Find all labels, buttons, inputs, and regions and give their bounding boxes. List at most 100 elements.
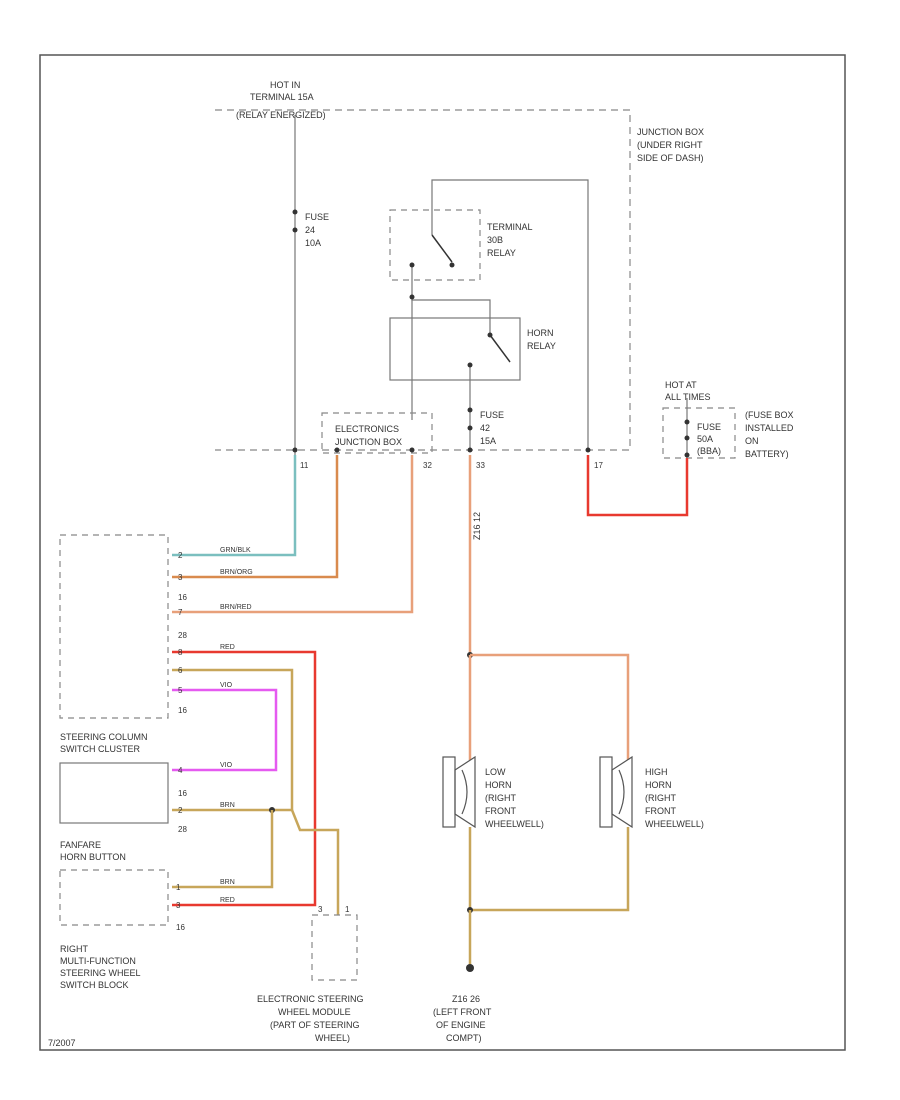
electronic-steering-wheel-module [311, 914, 358, 981]
column-label-2: SWITCH CLUSTER [60, 744, 141, 754]
column-pin-16: 16 [178, 593, 187, 602]
high-horn-label-5: WHEELWELL) [645, 819, 704, 829]
button-pin-28: 28 [178, 825, 187, 834]
t15-relay-switch [431, 234, 453, 263]
pin-32: 32 [423, 461, 432, 470]
terminal-15-relay [389, 209, 481, 281]
hot-alt-label-2: ALL TIMES [665, 392, 711, 402]
junction-pin-4 [585, 447, 591, 453]
high-horn-label: HIGH [645, 767, 668, 777]
fuse-42-number: 42 [480, 423, 490, 433]
horn-relay-label-2: RELAY [527, 341, 556, 351]
fuse-50-label: FUSE [697, 422, 721, 432]
t15-relay-contact [449, 262, 455, 268]
fuse-50-bottom [684, 435, 690, 441]
pin-11: 11 [300, 461, 309, 470]
button-pin-2: 2 [178, 806, 183, 815]
low-horn-label-5: WHEELWELL) [485, 819, 544, 829]
junction-label-3: SIDE OF DASH) [637, 153, 704, 163]
ground-label-3: OF ENGINE [436, 1020, 486, 1030]
button-pin-4: 4 [178, 766, 183, 775]
t15-relay-feed [431, 179, 589, 450]
wire-brn-esm2 [290, 809, 340, 915]
esm-pin-1: 1 [345, 905, 350, 914]
high-horn-label-2: HORN [645, 780, 672, 790]
fuse-24-label: FUSE [305, 212, 329, 222]
code-red: RED [220, 644, 235, 651]
code-brn: BRN [220, 802, 235, 809]
code-red-2: RED [220, 897, 235, 904]
fuse-50-note: (BBA) [697, 446, 721, 456]
junction-box-outline [215, 109, 631, 451]
column-pin-16b: 16 [178, 706, 187, 715]
low-horn-label-2: HORN [485, 780, 512, 790]
t15-relay-coil [411, 265, 491, 335]
horn-relay-out-dot [467, 362, 473, 368]
column-pin-5: 5 [178, 686, 183, 695]
junction-label-2: (UNDER RIGHT [637, 140, 703, 150]
horn-relay [389, 317, 521, 381]
ground-label-4: COMPT) [446, 1033, 482, 1043]
footer-label: 7/2007 [48, 1038, 76, 1048]
code-brn-2: BRN [220, 879, 235, 886]
wire-brn-red [172, 455, 414, 614]
low-horn-label: LOW [485, 767, 506, 777]
fusebox-label-4: BATTERY) [745, 449, 789, 459]
t15-relay-coil-dot [409, 262, 415, 268]
code-vio-2: VIO [220, 762, 233, 769]
fuse-50-top [684, 419, 690, 425]
column-label: STEERING COLUMN [60, 732, 148, 742]
fuse-50-rating: 50A [697, 434, 713, 444]
wire-grn-blk [172, 455, 297, 557]
pin-17: 17 [594, 461, 603, 470]
splice-label: Z16 12 [472, 512, 482, 540]
rmf-label-2: MULTI-FUNCTION [60, 956, 136, 966]
horn-relay-switch [489, 334, 511, 363]
fanfare-label: FANFARE [60, 840, 101, 850]
fuse-42-rating: 15A [480, 436, 496, 446]
rmf-pin-3: 3 [176, 901, 181, 910]
fuse-50-out [684, 452, 690, 458]
wire-vio [172, 688, 278, 772]
esm-label-4: WHEEL) [315, 1033, 350, 1043]
wire-red-column [172, 650, 317, 907]
low-horn-label-3: (RIGHT [485, 793, 516, 803]
esm-label-2: WHEEL MODULE [278, 1007, 351, 1017]
code-brn-org: BRN/ORG [220, 569, 253, 576]
junction-pin-11 [292, 447, 298, 453]
wire-red-battery [586, 455, 689, 517]
wire-brn-org [172, 455, 339, 579]
rmf-label-4: SWITCH BLOCK [60, 980, 129, 990]
fuse-24-top [292, 209, 298, 215]
fusebox-label-3: ON [745, 436, 759, 446]
wire-brn-esm [172, 810, 274, 889]
rmf-pin-16: 16 [176, 923, 185, 932]
code-brn-red: BRN/RED [220, 604, 252, 611]
steering-column-switch-cluster [59, 534, 169, 719]
column-pin-8: 8 [178, 648, 183, 657]
column-pin-6: 6 [178, 666, 183, 675]
fuse-42-bottom [467, 425, 473, 431]
esm-label-3: (PART OF STEERING [270, 1020, 360, 1030]
fusebox-label-2: INSTALLED [745, 423, 794, 433]
fusebox-label: (FUSE BOX [745, 410, 794, 420]
esm-label: ELECTRONIC STEERING [257, 994, 364, 1004]
diagram-frame [39, 54, 846, 1051]
fuse-42-top [467, 407, 473, 413]
hot-label: HOT IN [270, 80, 300, 90]
ejb-pin-32 [334, 447, 340, 453]
column-pin-3: 3 [178, 573, 183, 582]
ejb-label: ELECTRONICS [335, 424, 399, 434]
wire-brn-column [172, 668, 294, 810]
column-pin-7: 7 [178, 608, 183, 617]
hot-label-3: (RELAY ENERGIZED) [236, 110, 326, 120]
column-pin-28: 28 [178, 631, 187, 640]
ejb-label-2: JUNCTION BOX [335, 437, 402, 447]
fuse-24-rating: 10A [305, 238, 321, 248]
wire-red-high-horn [470, 653, 630, 760]
button-pin-16: 16 [178, 789, 187, 798]
ground-label: Z16 26 [452, 994, 480, 1004]
high-horn-icon [599, 755, 633, 829]
wire-brn-high-ground [470, 827, 630, 912]
